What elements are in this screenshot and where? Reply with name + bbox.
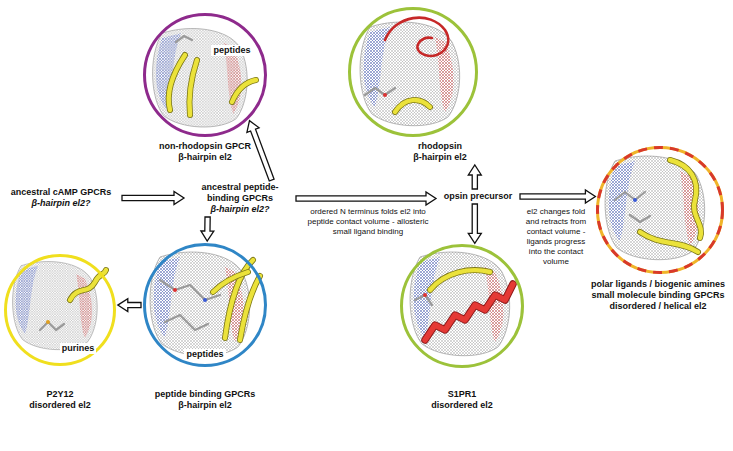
caption: rhodopsinβ-hairpin el2 — [395, 141, 485, 163]
illustration-part — [630, 215, 650, 222]
illustration-part — [415, 295, 432, 305]
node-label: P2Y12 — [5, 389, 115, 400]
circle-ring — [145, 245, 266, 366]
circle-ring — [402, 246, 523, 367]
text-node: ancestral cAMP GPCRsβ-hairpin el2? — [2, 187, 120, 209]
surface-mesh — [605, 156, 705, 260]
node-label: disordered el2 — [402, 400, 522, 411]
illustration-part — [640, 232, 698, 252]
circle-ring — [350, 9, 477, 136]
illustration-part — [232, 80, 256, 102]
illustration-part — [173, 288, 177, 292]
circle-ring — [598, 148, 723, 273]
illustration-part — [670, 160, 701, 238]
hollow-arrow — [520, 190, 595, 203]
surface-mesh — [150, 252, 250, 356]
node-label: peptide binding GPCRs — [140, 389, 270, 400]
illustration-part — [46, 320, 50, 324]
circle-ring — [598, 148, 723, 273]
node-label: small molecule binding GPCRs — [586, 290, 730, 301]
node-label: non-rhodopsin GPCR — [145, 141, 265, 152]
illustration-part — [430, 270, 490, 290]
illustration-part — [40, 322, 64, 330]
hollow-arrow — [122, 192, 184, 205]
illustration-part — [395, 100, 430, 112]
illustration-part — [203, 298, 207, 302]
node-label: purines — [60, 343, 97, 354]
circle-outline — [348, 7, 478, 137]
node-label: ancestral cAMP GPCRs — [2, 187, 120, 198]
n-terminal-helix — [425, 284, 513, 340]
caption: non-rhodopsin GPCRβ-hairpin el2 — [145, 141, 265, 163]
node-label: polar ligands / biogenic amines — [586, 279, 730, 290]
ligand-sticks — [40, 36, 650, 330]
circle-node: P2Y12disordered el2purines — [4, 254, 116, 366]
edge-label: el2 changes fold and retracts from conta… — [520, 207, 592, 267]
surface-mesh — [360, 22, 460, 126]
circle-node: polar ligands / biogenic aminessmall mol… — [596, 146, 724, 274]
circle-node: rhodopsinβ-hairpin el2 — [348, 7, 478, 137]
illustration-part — [615, 192, 645, 200]
surface-mesh — [13, 262, 98, 350]
node-label: ancestral peptide-binding GPCRs — [186, 182, 294, 204]
node-label: β-hairpin el2 — [140, 400, 270, 411]
node-label: peptides — [184, 349, 225, 360]
illustration-part — [213, 272, 248, 292]
illustration-part — [240, 276, 260, 340]
hollow-arrow — [468, 204, 481, 243]
caption: peptide binding GPCRsβ-hairpin el2 — [140, 389, 270, 411]
illustration-part — [169, 55, 185, 110]
node-label: β-hairpin el2 — [145, 152, 265, 163]
illustration-part — [189, 60, 197, 115]
illustration-part — [176, 36, 192, 42]
circle-outline — [596, 146, 724, 274]
illustration-part — [430, 270, 490, 290]
illustration-part — [213, 272, 248, 292]
node-label: disordered el2 — [5, 400, 115, 411]
illustration-part — [395, 100, 430, 112]
illustration-part — [383, 93, 387, 97]
circle-outline — [400, 244, 524, 368]
illustration-part — [423, 293, 427, 297]
node-label: opsin precursor — [438, 191, 518, 202]
circle-outline — [143, 13, 267, 137]
node-label: S1PR1 — [402, 389, 522, 400]
illustration-part — [232, 80, 256, 102]
circle-node: S1PR1disordered el2 — [400, 244, 524, 368]
caption: P2Y12disordered el2 — [5, 389, 115, 411]
circle-ring — [6, 256, 115, 365]
circle-ring — [145, 15, 266, 136]
illustration-part — [165, 315, 208, 330]
circle-node: non-rhodopsin GPCRβ-hairpin el2peptides — [143, 13, 267, 137]
caption: S1PR1disordered el2 — [402, 389, 522, 411]
hollow-arrow — [118, 299, 141, 312]
node-label: disordered / helical el2 — [586, 301, 730, 312]
illustration-part — [670, 160, 701, 238]
illustration-part — [189, 60, 197, 115]
node-label: peptides — [211, 45, 252, 56]
illustration-part — [365, 88, 395, 95]
node-label: β-hairpin el2? — [186, 204, 294, 215]
illustration-part — [169, 55, 185, 110]
node-label: β-hairpin el2? — [2, 198, 120, 209]
surface-mesh — [153, 28, 248, 127]
illustration-part — [633, 198, 637, 202]
node-label: rhodopsin — [395, 141, 485, 152]
hollow-arrow — [296, 192, 436, 205]
illustration-part — [240, 276, 260, 340]
text-node: opsin precursor — [438, 191, 518, 202]
n-terminal-helix — [425, 284, 513, 340]
text-node: ancestral peptide-binding GPCRsβ-hairpin… — [186, 182, 294, 215]
hollow-arrow — [468, 165, 481, 189]
illustration-part — [640, 232, 698, 252]
node-label: β-hairpin el2 — [395, 152, 485, 163]
hollow-arrow — [201, 217, 214, 241]
caption: polar ligands / biogenic aminessmall mol… — [586, 279, 730, 312]
circle-node: peptide binding GPCRsβ-hairpin el2peptid… — [143, 243, 267, 367]
n-terminus-loop — [385, 18, 448, 56]
edge-label: ordered N terminus folds el2 into peptid… — [300, 207, 436, 237]
